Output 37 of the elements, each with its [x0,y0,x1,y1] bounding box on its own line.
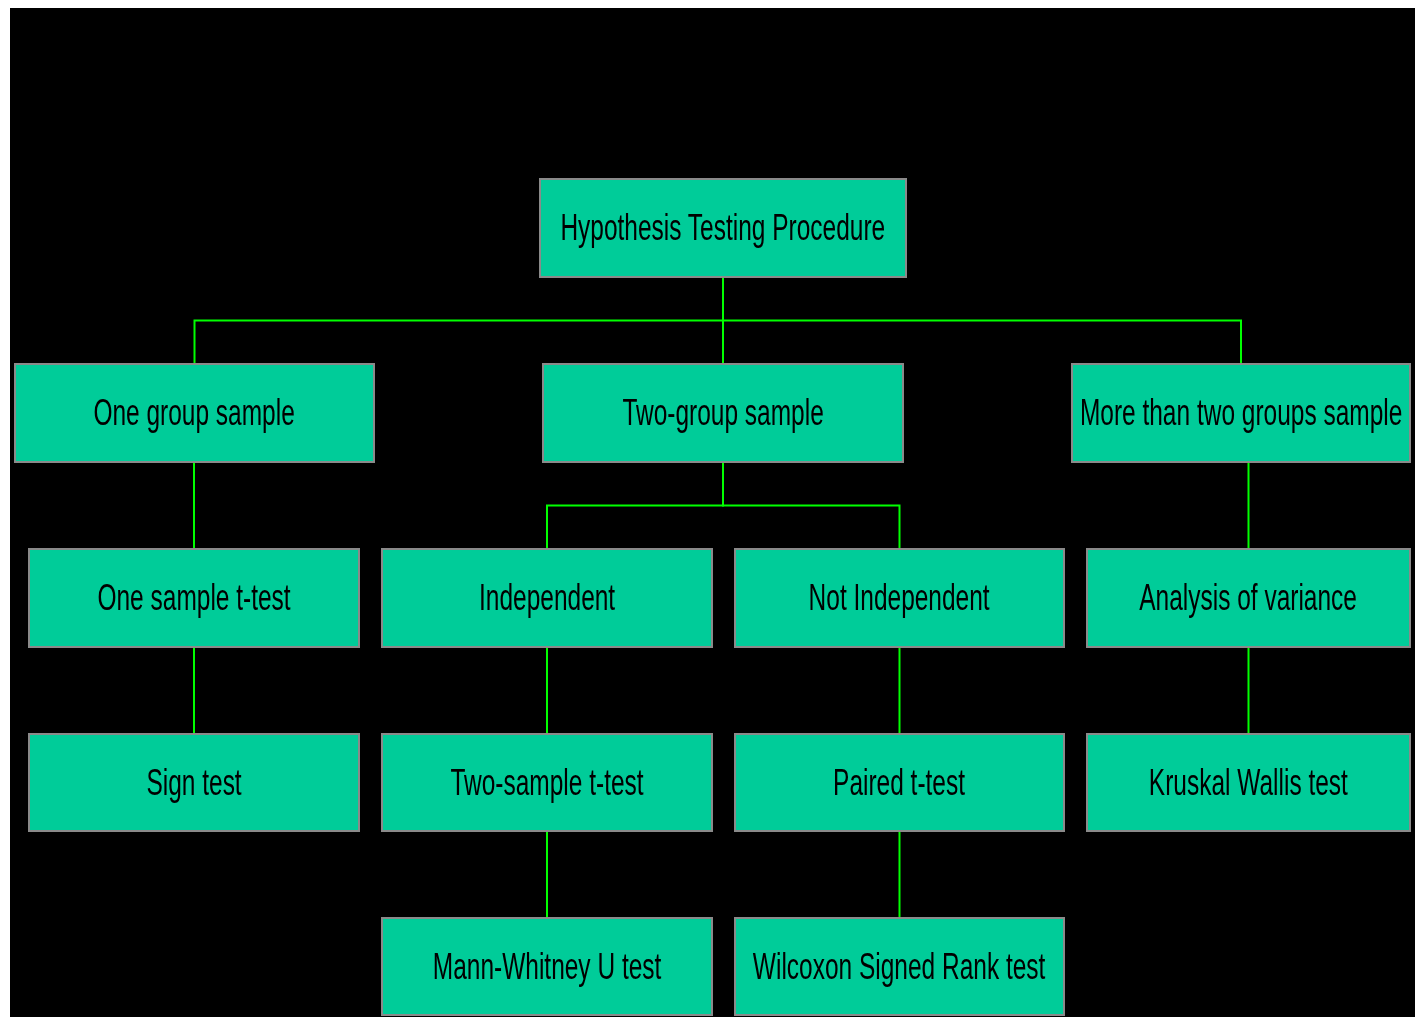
process-box [1071,363,1411,463]
process-box [14,363,375,463]
box-label: Two-sample t-test [450,761,644,804]
process-box [381,548,713,648]
connector-line [898,831,901,918]
process-box [1086,733,1411,832]
connector-line [722,462,901,549]
process-box [381,917,713,1016]
process-box [734,733,1065,832]
process-box [381,733,713,832]
process-box [28,733,360,832]
connector-line [1247,462,1250,549]
process-box [539,178,907,278]
box-label: Two-group sample [622,392,824,434]
box-label: One group sample [93,392,296,434]
connector-line [193,462,195,549]
process-box [734,548,1065,648]
process-box [542,363,904,463]
box-label: Hypothesis Testing Procedure [560,207,886,249]
box-label: Independent [478,577,616,619]
box-label: More than two groups sample [1079,392,1403,434]
process-box [734,917,1065,1016]
box-label: One sample t-test [97,577,291,619]
connector-line [193,647,195,734]
connector-line [546,831,548,918]
process-box [28,548,360,648]
connector-line [1247,647,1250,734]
box-label: Kruskal Wallis test [1148,761,1348,804]
connector-line [546,647,548,734]
connector-line [898,647,901,734]
box-label: Paired t-test [833,761,966,804]
box-label: Wilcoxon Signed Rank test [753,945,1046,988]
box-label: Not Independent [808,577,990,619]
box-label: Sign test [146,761,242,804]
process-box [1086,548,1411,648]
box-label: Analysis of variance [1139,577,1358,619]
box-label: Mann-Whitney U test [432,945,662,988]
